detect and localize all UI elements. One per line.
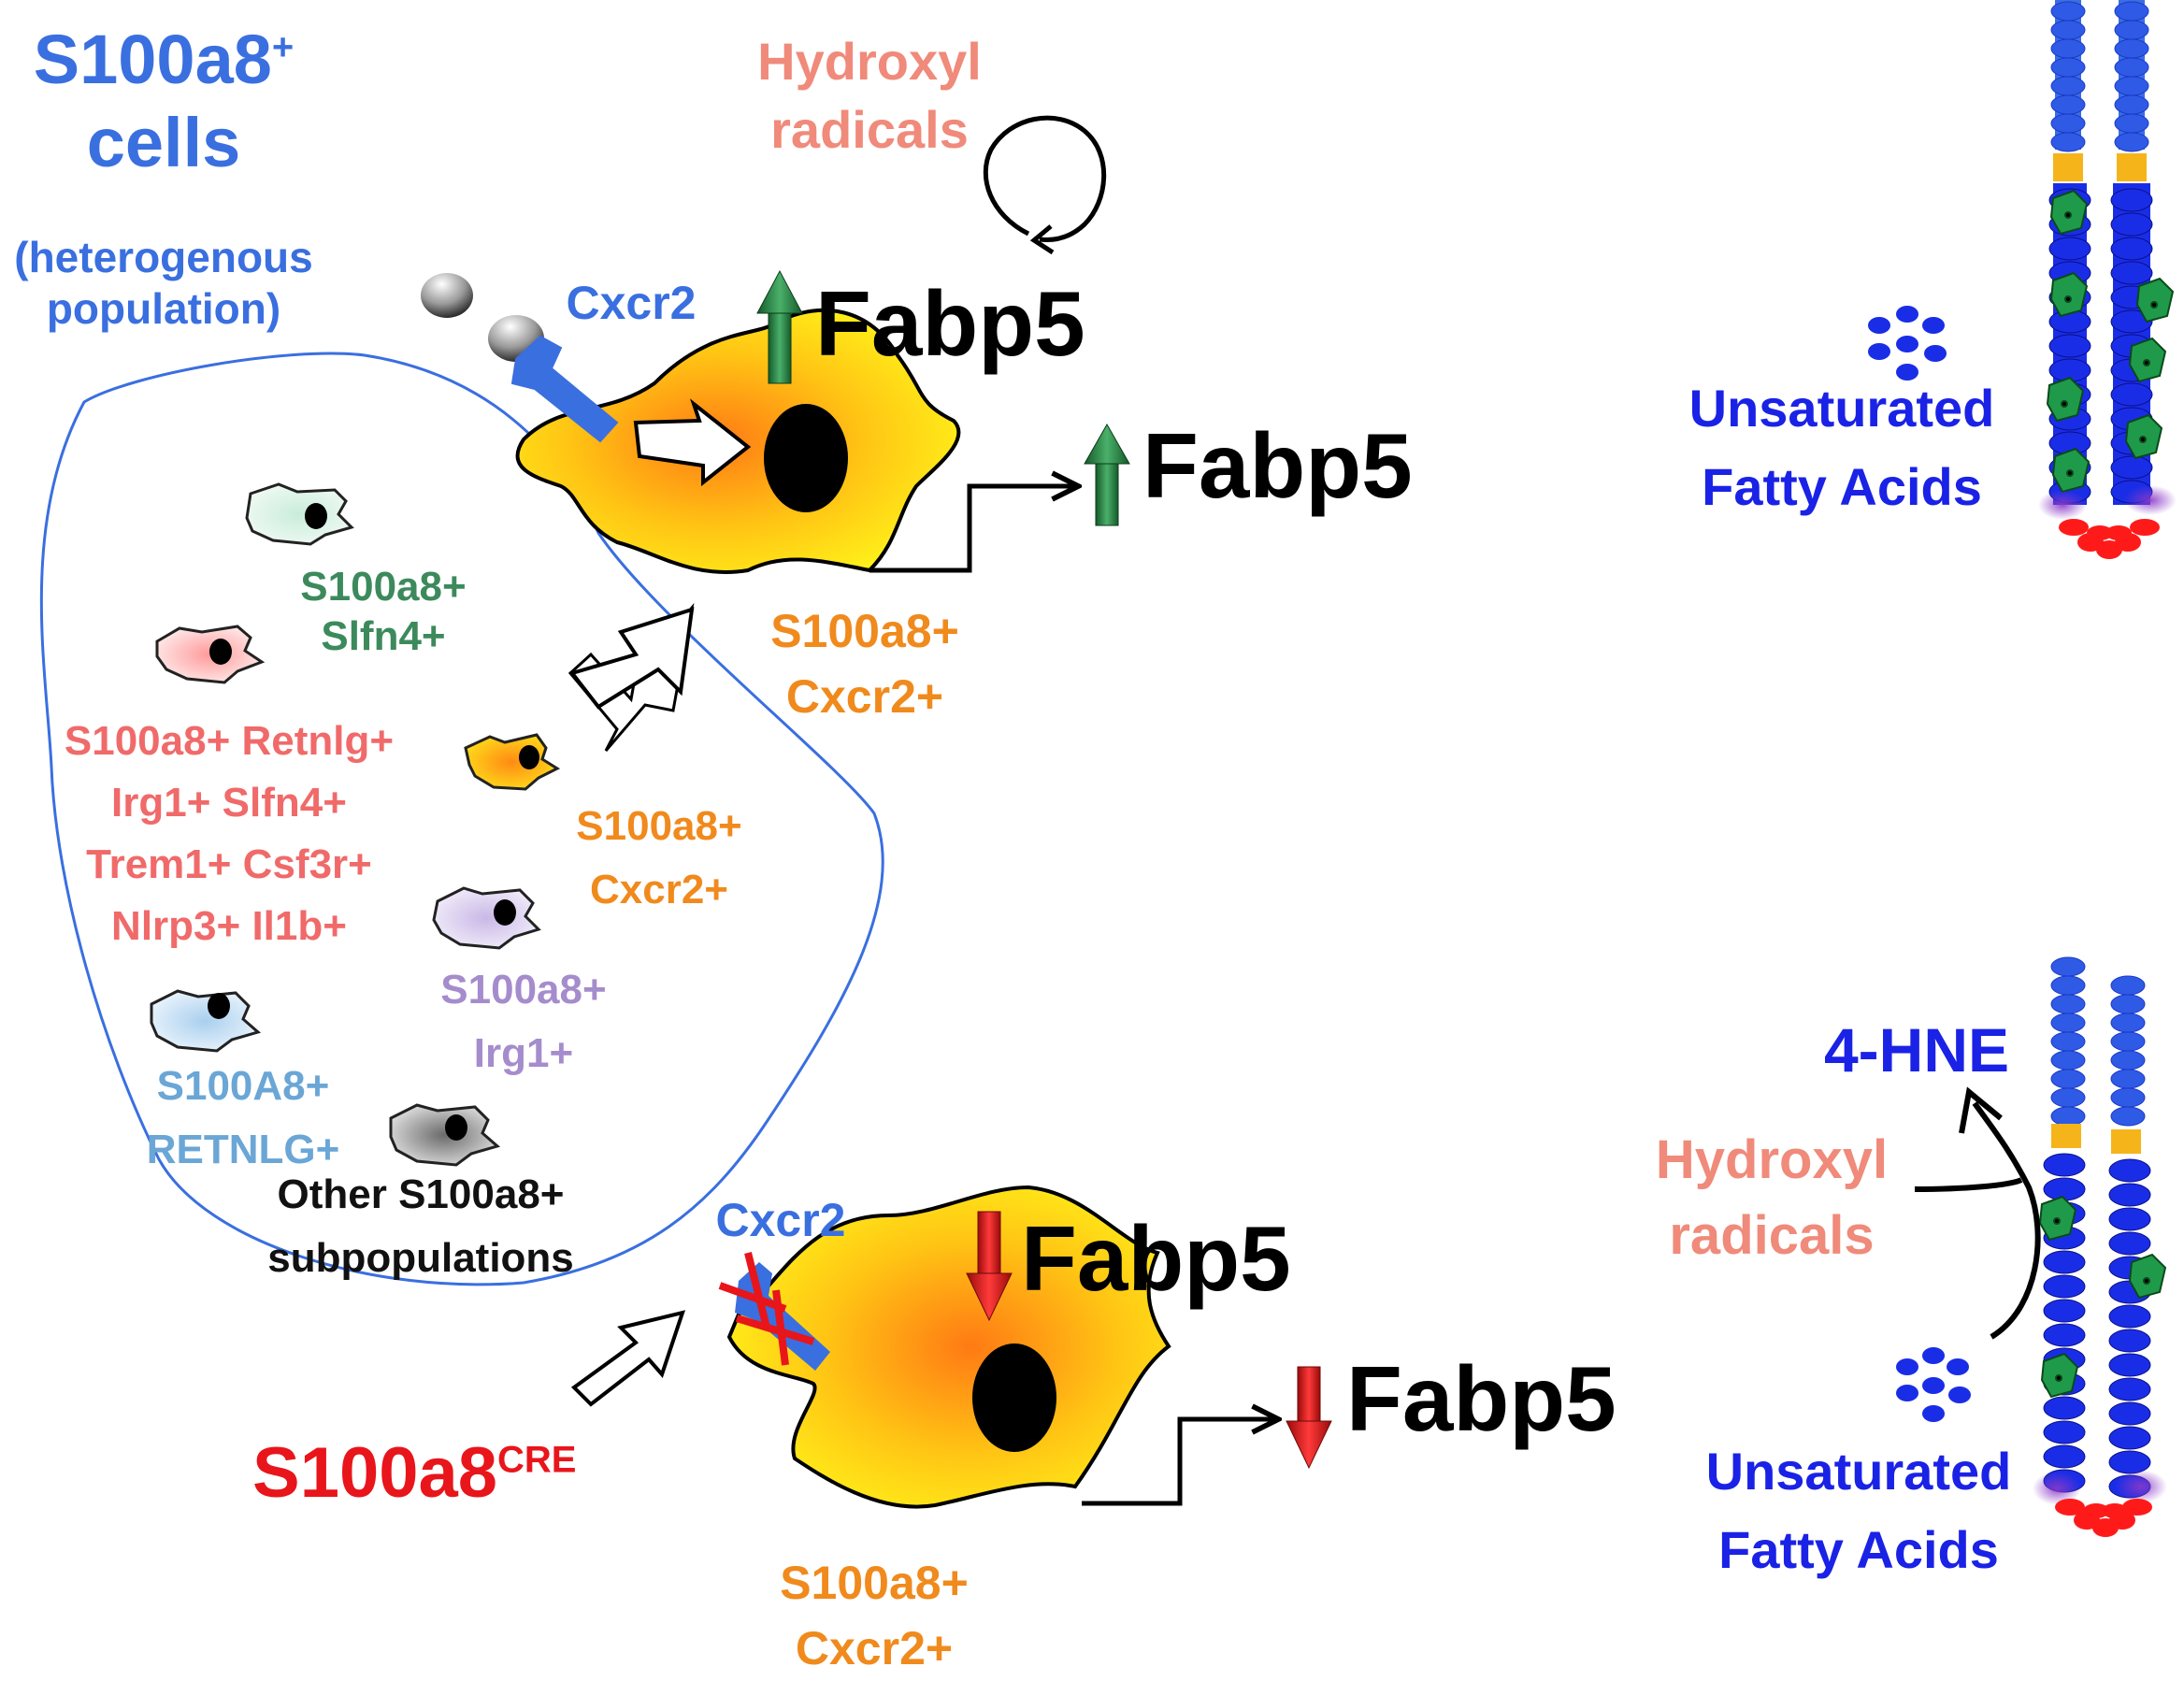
fa-line1: Unsaturated xyxy=(1705,1442,2012,1501)
cell-other xyxy=(389,1103,501,1167)
cell-label-line: Cxcr2+ xyxy=(785,670,944,723)
subpop-label-slfn4: S100a8+ Slfn4+ xyxy=(271,563,496,662)
fa-line2: Fatty Acids xyxy=(1702,457,1982,516)
cell-retnlg-human xyxy=(150,989,262,1053)
subpop-label-line: Irg1+ xyxy=(473,1030,574,1077)
population-title-line1: S100a8 xyxy=(33,21,272,98)
subpop-label-line: Cxcr2+ xyxy=(589,867,728,913)
up-arrow-cell-top xyxy=(756,269,803,384)
subpop-label-line: subpopulations xyxy=(267,1235,574,1282)
subpop-label-line: S100a8+ xyxy=(576,803,742,849)
cxcr2-text: Cxcr2 xyxy=(715,1194,846,1246)
hydroxyl-line2: radicals xyxy=(1669,1205,1875,1267)
fa-line1: Unsaturated xyxy=(1688,379,1995,438)
hydroxyl-line2: radicals xyxy=(770,99,969,159)
cycle-arrowhead xyxy=(1029,224,1055,255)
subpop-label-line: S100a8+ Retnlg+ xyxy=(64,718,395,764)
subpop-label-retnlg: S100a8+ Retnlg+ Irg1+ Slfn4+ Trem1+ Csf3… xyxy=(37,711,421,957)
fabp5-cell-bottom: Fabp5 xyxy=(1021,1206,1291,1312)
promoter-arrow-top xyxy=(869,486,1075,573)
population-title: S100a8+ cells xyxy=(0,19,327,185)
cell-irg1 xyxy=(432,886,541,950)
cell-label-line: Cxcr2+ xyxy=(795,1622,954,1674)
cxcr2-label-top: Cxcr2 xyxy=(552,275,711,331)
block-arrow-bottom xyxy=(570,1310,686,1407)
population-title-sup: + xyxy=(271,26,295,68)
hne-label: 4-HNE xyxy=(1795,1013,2038,1087)
up-arrow-out-top xyxy=(1084,423,1130,526)
subpop-label-cxcr2: S100a8+ Cxcr2+ xyxy=(547,795,771,922)
cell-cxcr2-small xyxy=(464,733,561,791)
hne-text: 4-HNE xyxy=(1823,1015,2010,1085)
cxcr2-label-bottom: Cxcr2 xyxy=(701,1192,860,1248)
subpop-label-line: Slfn4+ xyxy=(321,612,446,659)
population-title-line2: cells xyxy=(86,103,241,181)
subpop-label-line: Trem1+ Csf3r+ xyxy=(86,841,372,887)
cre-label: S100a8CRE xyxy=(252,1430,645,1516)
hne-curve-arrow xyxy=(1972,1101,2041,1340)
fabp5-cell-top: Fabp5 xyxy=(815,271,1085,377)
cell-label-top: S100a8+ Cxcr2+ xyxy=(729,598,1000,729)
cell-slfn4 xyxy=(245,482,354,546)
cell-bottom xyxy=(726,1185,1171,1509)
fatty-acid-label-top: Unsaturated Fatty Acids xyxy=(1655,369,2029,526)
population-boundary xyxy=(39,352,884,1286)
intestinal-crypt-top xyxy=(2038,0,2177,559)
fa-line2: Fatty Acids xyxy=(1718,1520,1999,1579)
subpop-label-line: RETNLG+ xyxy=(146,1127,340,1173)
subpop-label-other: Other S100a8+ subpopulations xyxy=(234,1163,608,1290)
cre-sup: CRE xyxy=(497,1439,577,1481)
down-arrow-out-bottom xyxy=(1286,1366,1332,1470)
hydroxyl-label-bottom: Hydroxyl radicals xyxy=(1631,1122,1912,1273)
fabp5-text: Fabp5 xyxy=(1346,1347,1616,1450)
fabp5-out-top: Fabp5 xyxy=(1142,413,1413,519)
subpop-label-line: Irg1+ Slfn4+ xyxy=(111,780,347,826)
nucleus-top xyxy=(764,404,848,512)
cxcr2-receptor-top xyxy=(510,335,619,443)
block-arrow-top-shape xyxy=(568,607,695,710)
fabp5-text: Fabp5 xyxy=(1021,1207,1291,1310)
x-mark xyxy=(718,1252,815,1366)
hydroxyl-label-top: Hydroxyl radicals xyxy=(729,28,1010,165)
hne-arrowhead xyxy=(1959,1086,2003,1134)
subpop-label-irg1: S100a8+ Irg1+ xyxy=(411,958,636,1085)
fabp5-out-bottom: Fabp5 xyxy=(1346,1346,1616,1452)
subpop-label-line: S100a8+ xyxy=(300,564,467,610)
hydroxyl-line1: Hydroxyl xyxy=(757,32,982,91)
fatty-acid-label-bottom: Unsaturated Fatty Acids xyxy=(1672,1432,2046,1589)
cycle-arrow xyxy=(983,115,1107,242)
hydroxyl-to-curve-line xyxy=(1914,1177,2023,1192)
down-arrow-cell-bottom xyxy=(966,1211,1013,1322)
population-subtitle: (heterogenous population) xyxy=(0,232,327,335)
signal-arrow-top xyxy=(633,398,752,487)
fabp5-text: Fabp5 xyxy=(1142,414,1413,517)
subpop-label-retnlg-human: S100A8+ RETNLG+ xyxy=(122,1055,365,1182)
population-subtitle-line2: population) xyxy=(46,284,281,334)
population-subtitle-line1: (heterogenous xyxy=(14,233,313,281)
cxcr2-text: Cxcr2 xyxy=(566,277,697,329)
ligand-ball xyxy=(421,273,473,318)
subpop-label-line: S100a8+ xyxy=(440,967,607,1013)
hydroxyl-line1: Hydroxyl xyxy=(1655,1129,1889,1190)
subpop-label-line: Nlrp3+ Il1b+ xyxy=(111,903,347,949)
fatty-acid-dots-top xyxy=(1868,306,1947,381)
cre-text: S100a8 xyxy=(252,1433,498,1513)
fabp5-text: Fabp5 xyxy=(815,272,1085,375)
fatty-acid-dots-bottom xyxy=(1896,1347,1971,1422)
cell-label-line: S100a8+ xyxy=(780,1557,969,1609)
promoter-arrow-bottom xyxy=(1082,1419,1275,1506)
cell-retnlg xyxy=(155,625,266,684)
cell-label-line: S100a8+ xyxy=(770,605,959,657)
subpop-label-line: S100A8+ xyxy=(156,1063,330,1109)
cell-label-bottom: S100a8+ Cxcr2+ xyxy=(739,1550,1010,1681)
nucleus-bottom xyxy=(972,1343,1056,1452)
intestinal-crypt-bottom xyxy=(2033,956,2167,1537)
subpop-label-line: Other S100a8+ xyxy=(277,1171,565,1217)
